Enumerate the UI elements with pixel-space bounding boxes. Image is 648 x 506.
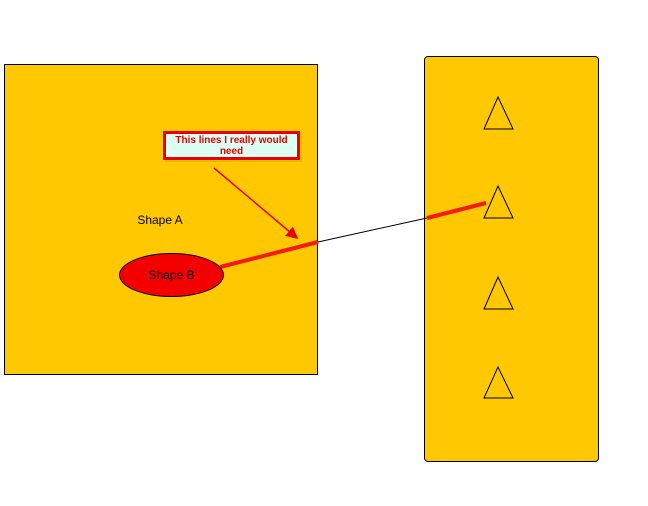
triangle-icon bbox=[483, 275, 514, 310]
triangle-icon bbox=[483, 365, 514, 399]
shape-b-label: Shape B bbox=[148, 268, 195, 282]
callout-note[interactable]: This lines I really would need bbox=[163, 131, 300, 160]
triangle-icon bbox=[483, 95, 514, 130]
shape-b-ellipse[interactable]: Shape B bbox=[119, 253, 224, 297]
highlight-line-left[interactable] bbox=[219, 240, 319, 269]
highlight-line-right[interactable] bbox=[426, 201, 487, 220]
shape-a-rectangle[interactable] bbox=[4, 64, 318, 375]
triangle-icon bbox=[483, 184, 514, 219]
connector-line[interactable] bbox=[317, 217, 428, 243]
shape-a-label: Shape A bbox=[137, 213, 183, 227]
callout-text: This lines I really would need bbox=[175, 134, 288, 157]
callout-arrow bbox=[213, 167, 299, 239]
